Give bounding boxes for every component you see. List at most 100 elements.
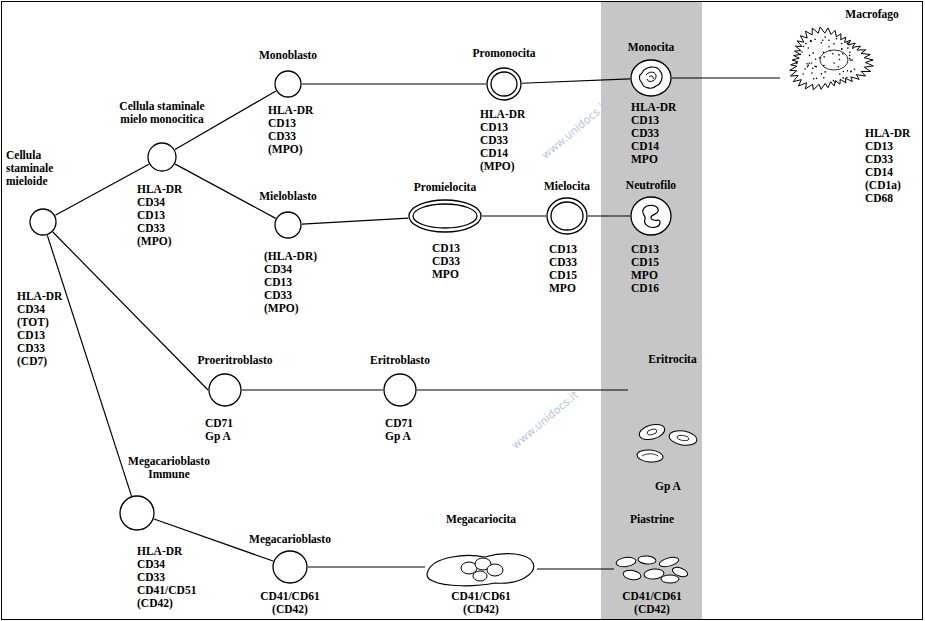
marker-label: HLA-DR bbox=[137, 183, 182, 196]
cell-symbol bbox=[274, 211, 302, 239]
cell-symbol bbox=[486, 67, 522, 101]
marker-label: MPO bbox=[631, 153, 676, 166]
marker-label: CD68 bbox=[865, 192, 910, 205]
lineage-line bbox=[522, 79, 630, 83]
marker-label: HLA-DR bbox=[17, 290, 62, 303]
marker-label: CD33 bbox=[549, 256, 577, 269]
name-block: Promonocita bbox=[472, 47, 535, 60]
marker-label: CD33 bbox=[137, 222, 182, 235]
marker-label: MPO bbox=[432, 268, 460, 281]
name-block: Megacariocita bbox=[446, 513, 516, 526]
marker-label: CD33 bbox=[17, 342, 62, 355]
name-block: Neutrofilo bbox=[626, 179, 676, 192]
name-block: Megacarioblasto bbox=[249, 533, 331, 546]
cell-symbol bbox=[383, 373, 417, 407]
marker-label: CD33 bbox=[264, 289, 317, 302]
marker-label: (CD42) bbox=[451, 603, 510, 616]
cell-node: PiastrineCD41/CD61(CD42) bbox=[614, 553, 690, 585]
marker-label: HLA-DR bbox=[865, 127, 910, 140]
lineage-line bbox=[482, 215, 546, 216]
marker-list: HLA-DRCD13CD33(MPO) bbox=[268, 104, 313, 156]
lineage-line bbox=[47, 235, 131, 496]
watermark: www.unidocs.it bbox=[509, 388, 581, 451]
marker-list: HLA-DRCD34(TOT)CD13CD33(CD7) bbox=[17, 290, 62, 368]
cell-symbol bbox=[208, 373, 242, 407]
marker-label: (CD42) bbox=[137, 597, 196, 610]
marker-label: CD13 bbox=[865, 140, 910, 153]
cell-node: EritroblastoCD71Gp A bbox=[383, 373, 417, 407]
marker-label: Gp A bbox=[385, 430, 413, 443]
cell-name: Monoblasto bbox=[259, 49, 317, 62]
name-block: Macrofago bbox=[845, 8, 898, 21]
lineage-line bbox=[53, 232, 208, 390]
marker-label: (CD42) bbox=[622, 603, 681, 616]
cell-symbol bbox=[630, 196, 672, 236]
marker-list: CD41/CD61(CD42) bbox=[622, 590, 681, 616]
name-block: Eritrocita bbox=[648, 353, 696, 366]
marker-label: MPO bbox=[549, 282, 577, 295]
cell-name: Macrofago bbox=[845, 8, 898, 21]
marker-label: (HLA-DR) bbox=[264, 250, 317, 263]
marker-label: (MPO) bbox=[264, 302, 317, 315]
cell-node: MacrofagoHLA-DRCD13CD33CD14(CD1a)CD68 bbox=[780, 24, 876, 96]
marker-label: CD14 bbox=[631, 140, 676, 153]
cell-symbol bbox=[272, 550, 308, 584]
marker-list: CD13CD15MPOCD16 bbox=[631, 243, 659, 295]
cell-symbol bbox=[147, 142, 177, 172]
marker-label: CD13 bbox=[631, 114, 676, 127]
marker-list: CD13CD33CD15MPO bbox=[549, 243, 577, 295]
cell-name: Megacarioblasto Immune bbox=[128, 455, 210, 481]
marker-list: (HLA-DR)CD34CD13CD33(MPO) bbox=[264, 250, 317, 315]
cell-name: Promielocita bbox=[414, 181, 476, 194]
cell-symbol bbox=[274, 70, 302, 98]
marker-label: CD14 bbox=[865, 166, 910, 179]
cell-name: Cellula staminale mielo monocitica bbox=[112, 100, 212, 126]
cell-name: Megacariocita bbox=[446, 513, 516, 526]
cell-name: Megacarioblasto bbox=[249, 533, 331, 546]
name-block: Eritroblasto bbox=[370, 354, 430, 367]
lineage-line bbox=[302, 83, 486, 84]
marker-label: CD34 bbox=[137, 558, 196, 571]
name-block: Mieloblasto bbox=[259, 190, 317, 203]
marker-label: HLA-DR bbox=[268, 104, 313, 117]
name-block: Megacarioblasto Immune bbox=[128, 455, 210, 481]
marker-label: CD15 bbox=[631, 256, 659, 269]
marker-label: Gp A bbox=[205, 430, 233, 443]
cell-name: Mieloblasto bbox=[259, 190, 317, 203]
name-block: Cellula staminale mieloide bbox=[6, 149, 53, 188]
lineage-line bbox=[302, 218, 408, 224]
watermark-block: www.unidocs.it bbox=[509, 388, 581, 451]
lineage-line bbox=[242, 389, 383, 390]
cell-name: Monocita bbox=[628, 41, 675, 54]
marker-list: CD41/CD61(CD42) bbox=[451, 590, 510, 616]
lineage-line bbox=[672, 77, 780, 78]
cell-name: Piastrine bbox=[630, 513, 674, 526]
marker-list: HLA-DRCD34CD33CD41/CD51(CD42) bbox=[137, 545, 196, 610]
marker-label: CD71 bbox=[205, 417, 233, 430]
marker-label: CD41/CD61 bbox=[451, 590, 510, 603]
cell-node: ProeritroblastoCD71Gp A bbox=[208, 373, 242, 407]
cell-name: Eritrocita bbox=[648, 353, 696, 366]
marker-label: (CD1a) bbox=[865, 179, 910, 192]
cell-node: MegacariocitaCD41/CD61(CD42) bbox=[425, 549, 537, 589]
marker-list: HLA-DRCD13CD33CD14MPO bbox=[631, 101, 676, 166]
cell-node: Cellula staminale mielo monociticaHLA-DR… bbox=[147, 142, 177, 172]
cell-node: PromielocitaCD13CD33MPO bbox=[408, 199, 482, 233]
marker-list: CD13CD33MPO bbox=[432, 242, 460, 281]
marker-label: HLA-DR bbox=[137, 545, 196, 558]
name-block: Monoblasto bbox=[259, 49, 317, 62]
marker-label: CD33 bbox=[137, 571, 196, 584]
cell-symbol bbox=[119, 495, 155, 531]
marker-label: CD34 bbox=[17, 303, 62, 316]
marker-label: (CD7) bbox=[17, 355, 62, 368]
marker-list: CD71Gp A bbox=[385, 417, 413, 443]
marker-label: CD13 bbox=[17, 329, 62, 342]
name-block: Promielocita bbox=[414, 181, 476, 194]
cell-node: MonoblastoHLA-DRCD13CD33(MPO) bbox=[274, 70, 302, 98]
name-block: Proeritroblasto bbox=[198, 354, 273, 367]
cell-name: Mielocita bbox=[544, 180, 590, 193]
cell-node: MegacarioblastoCD41/CD61(CD42) bbox=[272, 550, 308, 584]
maturity-band bbox=[601, 2, 702, 619]
